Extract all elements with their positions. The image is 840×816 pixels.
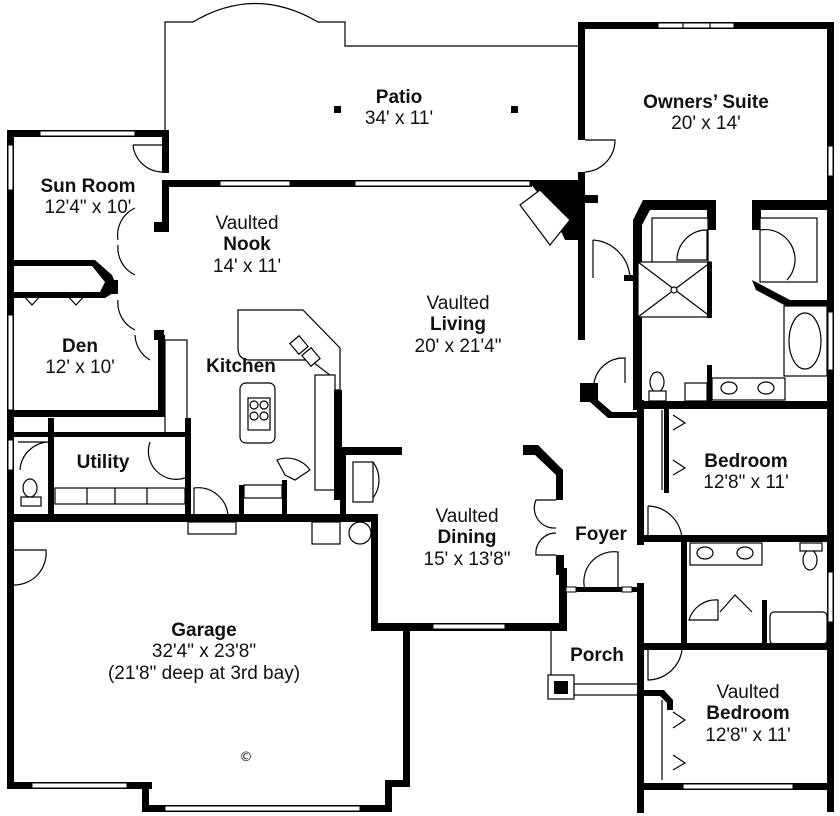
room-label-owners-suite: Owners’ Suite 20' x 14' (643, 92, 769, 135)
room-name: Utility (76, 452, 130, 473)
room-label-nook: Vaulted Nook 14' x 11' (213, 213, 281, 277)
room-name: Bedroom (704, 451, 788, 472)
room-label-porch: Porch (570, 645, 624, 666)
room-name: Den (62, 336, 98, 357)
room-dimensions: 32'4" x 23'8" (151, 641, 257, 663)
room-label-utility: Utility (77, 452, 130, 473)
room-label-bedroom-2: Vaulted Bedroom 12'8" x 11' (705, 682, 790, 746)
kitchen-fixtures (193, 309, 342, 518)
room-name: Sun Room (40, 176, 136, 197)
room-dimensions: 34' x 11' (364, 108, 434, 130)
room-name: Nook (223, 234, 271, 256)
room-label-den: Den 12' x 10' (45, 336, 115, 379)
room-dimensions: 12'8" x 11' (705, 724, 791, 746)
room-label-patio: Patio 34' x 11' (365, 87, 433, 130)
patio-outline (164, 2, 578, 133)
patio-posts (334, 106, 518, 113)
fireplace (519, 180, 578, 246)
room-label-kitchen: Kitchen (206, 356, 276, 377)
room-dimensions: 12'8" x 11' (703, 472, 789, 494)
bedroom-2-walls (637, 690, 834, 790)
dining-walls (371, 445, 567, 631)
room-name: Bedroom (706, 703, 790, 725)
copyright-mark: © (239, 750, 253, 765)
room-label-garage: Garage 32'4" x 23'8" (21'8" deep at 3rd … (108, 620, 300, 684)
room-label-sun-room: Sun Room 12'4" x 10' (41, 176, 136, 219)
room-label-dining: Vaulted Dining 15' x 13'8" (424, 506, 511, 570)
room-name: Living (430, 314, 486, 336)
room-dimensions: 20' x 21'4" (414, 335, 502, 357)
room-name: Foyer (575, 524, 627, 545)
room-label-bedroom-1: Bedroom 12'8" x 11' (703, 451, 788, 494)
room-name: Owners’ Suite (643, 92, 769, 113)
room-prefix: Vaulted (716, 682, 780, 703)
bedroom-1-walls (580, 357, 834, 646)
room-name: Porch (570, 645, 624, 666)
room-name: Garage (171, 620, 237, 641)
utility-walls (14, 418, 191, 518)
room-label-living: Vaulted Living 20' x 21'4" (415, 293, 502, 357)
room-dimensions: 15' x 13'8" (423, 548, 511, 570)
owners-suite-walls (578, 22, 834, 812)
room-dimensions: 14' x 11' (212, 255, 282, 277)
room-name: Dining (437, 527, 497, 549)
pantry-closets (340, 447, 402, 518)
sunroom-den-walls (7, 130, 532, 515)
hall-bath (644, 542, 834, 650)
room-label-foyer: Foyer (575, 524, 627, 545)
room-prefix: Vaulted (426, 293, 490, 314)
foyer-porch (547, 400, 683, 813)
room-dimensions: 12'4" x 10' (44, 197, 132, 219)
master-bath (633, 200, 832, 410)
room-note: (21'8" deep at 3rd bay) (107, 662, 301, 684)
room-dimensions: 20' x 14' (671, 113, 741, 135)
room-dimensions: 12' x 10' (45, 357, 115, 379)
room-prefix: Vaulted (435, 506, 499, 527)
room-prefix: Vaulted (215, 213, 279, 234)
room-name: Kitchen (206, 356, 276, 377)
room-name: Patio (375, 87, 423, 108)
garage-walls (7, 514, 410, 812)
